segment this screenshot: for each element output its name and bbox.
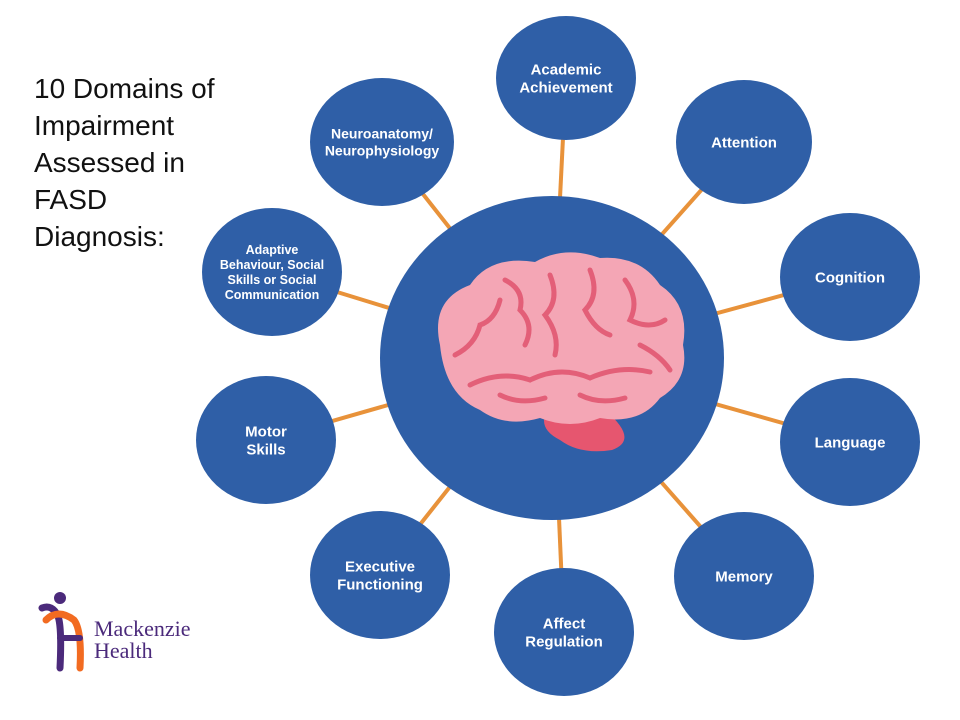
domain-label: Academic <box>531 61 602 78</box>
domain-node-language: Language <box>780 378 920 506</box>
domain-label: Affect <box>543 615 586 632</box>
domain-label: Language <box>815 434 886 451</box>
domain-label: Neuroanatomy/ <box>331 126 433 142</box>
logo-wordmark: Mackenzie Health <box>94 618 191 662</box>
domain-circle <box>196 376 336 504</box>
domain-circle <box>202 208 342 336</box>
domain-label: Adaptive <box>246 243 299 257</box>
title-line: Impairment <box>34 110 175 141</box>
domain-label: Cognition <box>815 269 885 286</box>
domain-label: Skills <box>246 441 285 458</box>
domain-label: Memory <box>715 568 773 585</box>
domain-label: Functioning <box>337 576 423 593</box>
domain-circle <box>780 378 920 506</box>
domain-circle <box>494 568 634 696</box>
domain-label: Regulation <box>525 633 603 650</box>
domain-circle <box>780 213 920 341</box>
diagram-title: 10 Domains of Impairment Assessed in FAS… <box>34 70 234 255</box>
mackenzie-health-logo: Mackenzie Health <box>38 590 228 680</box>
domain-node-memory: Memory <box>674 512 814 640</box>
domain-label: Neurophysiology <box>325 142 440 158</box>
domain-circle <box>676 80 812 204</box>
mackenzie-health-logo-icon <box>38 592 84 672</box>
domain-label: Skills or Social <box>228 273 317 287</box>
domain-label: Motor <box>245 423 287 440</box>
domain-circle <box>496 16 636 140</box>
domain-circle <box>310 78 454 206</box>
domain-label: Attention <box>711 134 777 151</box>
brain-icon <box>438 252 685 452</box>
domain-label: Executive <box>345 558 415 575</box>
logo-name-line: Mackenzie <box>94 616 191 641</box>
domain-node-cognition: Cognition <box>780 213 920 341</box>
domain-circle <box>674 512 814 640</box>
title-line: FASD <box>34 184 108 215</box>
domain-label: Achievement <box>519 79 612 96</box>
domain-nodes: AcademicAchievementAttentionCognitionLan… <box>196 16 920 696</box>
domain-node-neuroanatomy: Neuroanatomy/Neurophysiology <box>310 78 454 206</box>
domain-label: Communication <box>225 288 319 302</box>
title-line: Assessed in <box>34 147 185 178</box>
domain-node-attention: Attention <box>676 80 812 204</box>
logo-name-line: Health <box>94 638 153 663</box>
domain-label: Behaviour, Social <box>220 258 324 272</box>
title-line: Diagnosis: <box>34 221 165 252</box>
domain-circle <box>310 511 450 639</box>
title-line: 10 Domains of <box>34 73 215 104</box>
